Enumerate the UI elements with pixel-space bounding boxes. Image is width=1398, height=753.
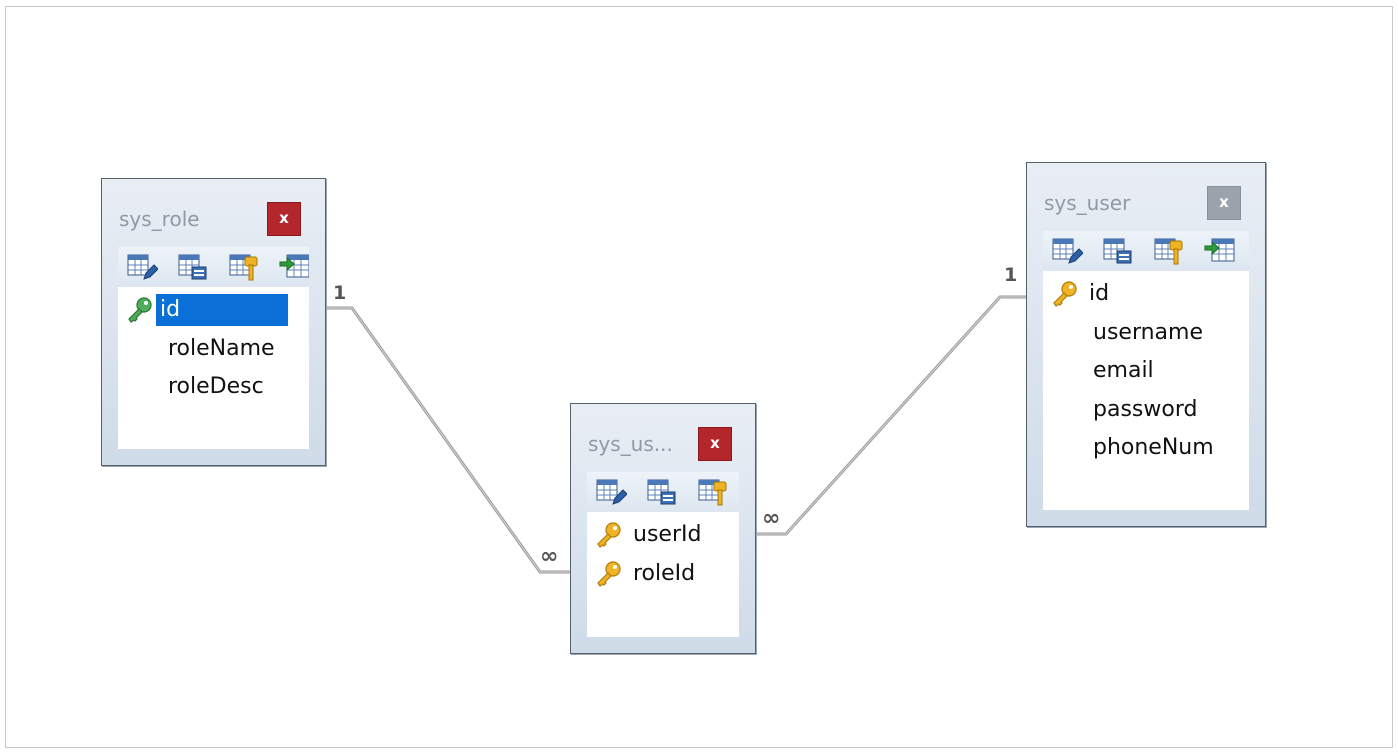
field-row-rolename[interactable]: roleName: [118, 330, 309, 369]
close-button[interactable]: x: [698, 427, 732, 461]
cardinality-one-role: 1: [333, 282, 347, 304]
insert-row-icon[interactable]: [1204, 236, 1236, 266]
field-row-id[interactable]: id: [1043, 275, 1249, 314]
relationship-role-to-userrole[interactable]: [325, 306, 570, 574]
close-button[interactable]: x: [267, 202, 301, 236]
field-list: id username email password phoneNum: [1043, 275, 1249, 468]
field-list: userId roleId: [587, 516, 739, 593]
cardinality-one-user: 1: [1004, 264, 1018, 286]
field-list: id roleName roleDesc: [118, 291, 309, 407]
field-row-phonenum[interactable]: phoneNum: [1043, 429, 1249, 468]
field-row-password[interactable]: password: [1043, 391, 1249, 430]
foreign-key-icon: [1052, 281, 1078, 307]
field-name: password: [1093, 396, 1198, 422]
insert-row-icon[interactable]: [279, 252, 309, 282]
foreign-key-icon: [596, 522, 622, 548]
table-toolbar: [1043, 231, 1249, 271]
field-name: roleName: [168, 335, 275, 361]
keys-icon[interactable]: [228, 252, 260, 282]
table-toolbar: [118, 247, 309, 287]
field-name: roleDesc: [168, 374, 264, 399]
field-row-userid[interactable]: userId: [587, 516, 739, 555]
field-name: phoneNum: [1093, 435, 1214, 460]
table-sys-role[interactable]: sys_role x id roleName roleDesc: [101, 178, 326, 466]
edit-table-icon[interactable]: [126, 252, 158, 282]
field-name: id: [155, 293, 289, 327]
field-row-roleid[interactable]: roleId: [587, 555, 739, 594]
field-name: roleId: [633, 560, 696, 586]
relationship-user-to-userrole[interactable]: [756, 295, 1026, 536]
field-row-username[interactable]: username: [1043, 314, 1249, 353]
foreign-key-icon: [596, 561, 622, 587]
table-sys-user-role[interactable]: sys_us... x userId roleId: [570, 403, 756, 654]
close-button[interactable]: x: [1207, 186, 1241, 220]
field-row-id[interactable]: id: [118, 291, 309, 330]
table-title[interactable]: sys_user: [1044, 191, 1131, 215]
table-sys-user[interactable]: sys_user x id username email password ph: [1026, 162, 1266, 527]
table-title[interactable]: sys_us...: [588, 432, 673, 456]
keys-icon[interactable]: [697, 477, 729, 507]
table-body: userId roleId: [587, 472, 739, 637]
cardinality-many-role: ∞: [540, 544, 559, 569]
edit-table-icon[interactable]: [595, 477, 627, 507]
design-table-icon[interactable]: [1102, 236, 1134, 266]
field-name: userId: [633, 522, 702, 547]
field-name: email: [1093, 358, 1154, 383]
table-body: id username email password phoneNum: [1043, 231, 1249, 510]
cardinality-many-user: ∞: [762, 506, 781, 531]
table-body: id roleName roleDesc: [118, 247, 309, 449]
design-table-icon[interactable]: [177, 252, 209, 282]
field-name: id: [1089, 281, 1110, 306]
edit-table-icon[interactable]: [1051, 236, 1083, 266]
field-row-email[interactable]: email: [1043, 352, 1249, 391]
field-row-roledesc[interactable]: roleDesc: [118, 368, 309, 407]
table-toolbar: [587, 472, 739, 512]
primary-key-icon: [127, 297, 153, 323]
field-name: username: [1093, 319, 1203, 345]
design-table-icon[interactable]: [646, 477, 678, 507]
keys-icon[interactable]: [1153, 236, 1185, 266]
table-title[interactable]: sys_role: [119, 207, 200, 231]
